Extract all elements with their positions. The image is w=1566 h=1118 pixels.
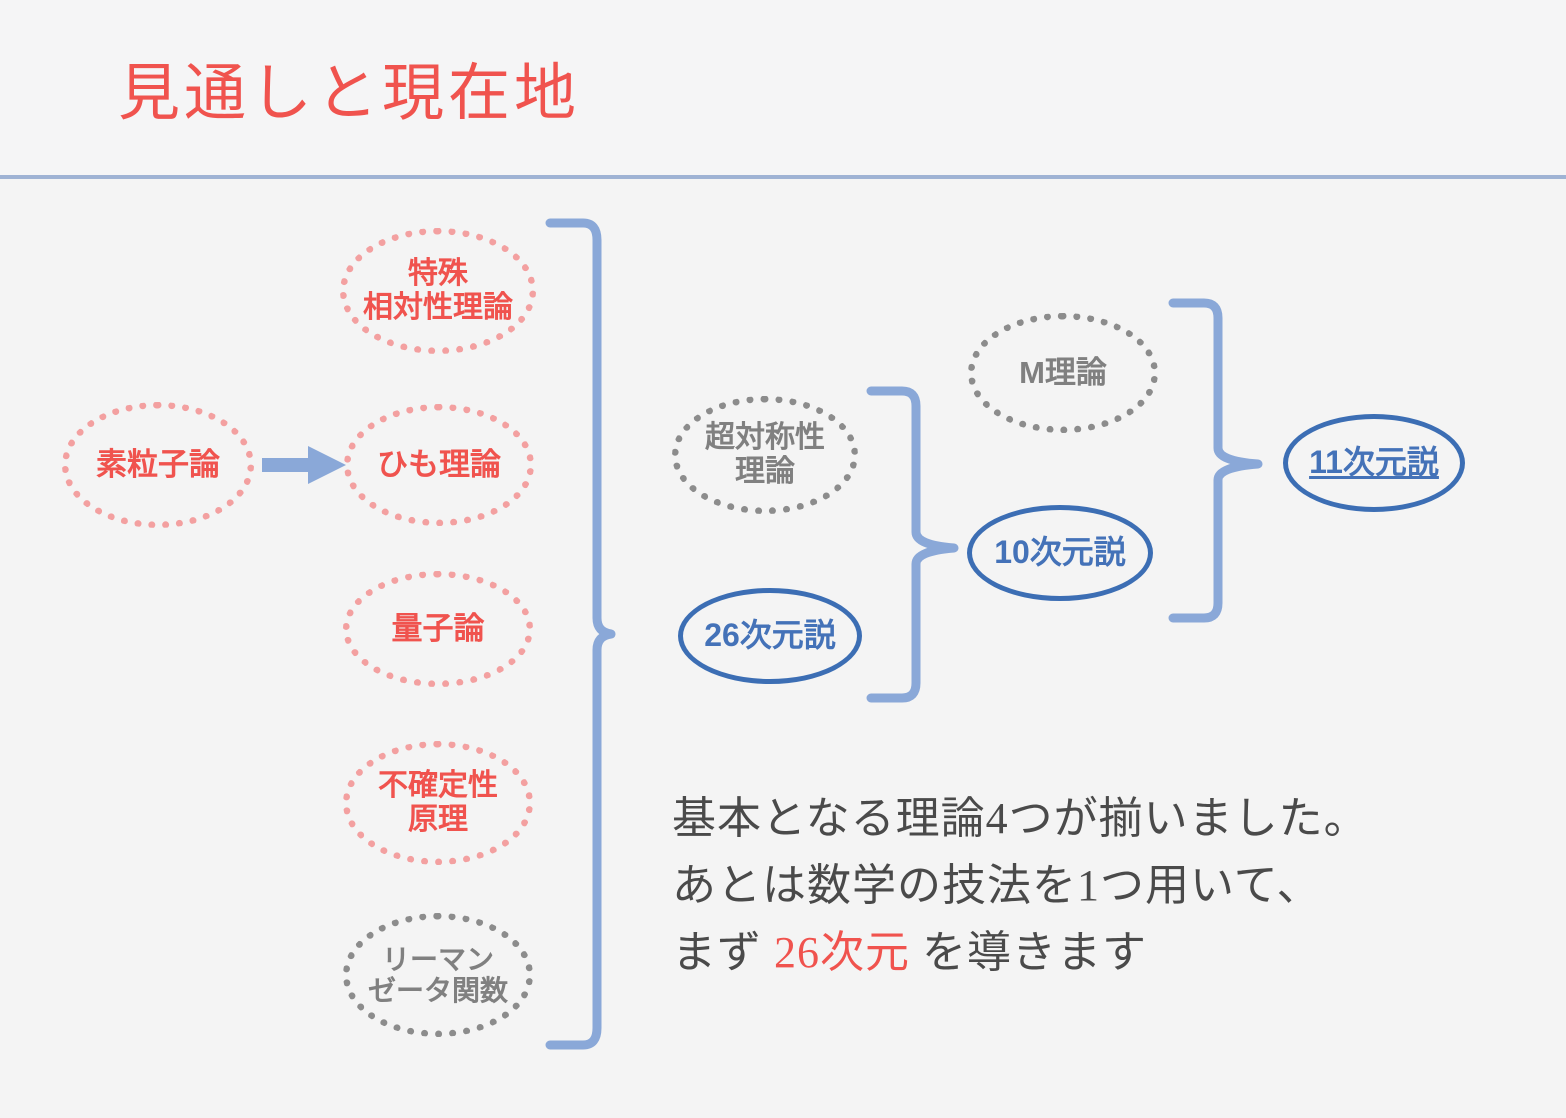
caption-block: 基本となる理論4つが揃いました。 あとは数学の技法を1つ用いて、 まず 26次元… — [672, 786, 1472, 987]
node-string-theory-label: ひも理論 — [377, 446, 501, 482]
node-dim10-label: 10次元説 — [994, 534, 1126, 571]
node-uncertainty-principle-label: 不確定性 原理 — [378, 769, 498, 836]
node-supersymmetry-label: 超対称性 理論 — [705, 421, 825, 488]
node-particle-theory-label: 素粒子論 — [96, 446, 220, 482]
brace-left — [545, 218, 616, 1050]
node-m-theory-label: M理論 — [1019, 354, 1107, 390]
header-band — [0, 0, 1566, 176]
arrow-particle-to-string — [262, 446, 346, 484]
brace-right — [1168, 298, 1263, 623]
caption-line-2: あとは数学の技法を1つ用いて、 — [672, 860, 1322, 910]
node-particle-theory[interactable]: 素粒子論 — [62, 402, 254, 528]
node-dim26-label: 26次元説 — [704, 617, 836, 654]
node-dim10[interactable]: 10次元説 — [967, 505, 1153, 601]
caption-line-3: まず 26次元 を導きます — [672, 920, 1472, 987]
node-uncertainty-principle[interactable]: 不確定性 原理 — [343, 741, 533, 865]
caption-line-3-suffix: を導きます — [910, 927, 1147, 977]
node-quantum-theory-label: 量子論 — [391, 610, 485, 646]
brace-middle — [866, 386, 959, 703]
node-m-theory[interactable]: M理論 — [968, 313, 1158, 433]
node-supersymmetry[interactable]: 超対称性 理論 — [672, 396, 858, 514]
node-quantum-theory[interactable]: 量子論 — [343, 571, 533, 687]
header-divider — [0, 175, 1566, 179]
node-special-relativity-label: 特殊 相対性理論 — [363, 257, 513, 324]
node-riemann-zeta-label: リーマン ゼータ関数 — [367, 943, 508, 1006]
node-riemann-zeta[interactable]: リーマン ゼータ関数 — [343, 913, 533, 1037]
caption-line-3-prefix: まず — [672, 927, 774, 977]
caption-line-1: 基本となる理論4つが揃いました。 — [672, 794, 1369, 843]
node-dim11-label: 11次元説 — [1309, 444, 1439, 481]
page-title: 見通しと現在地 — [118, 60, 581, 128]
node-dim26[interactable]: 26次元説 — [678, 588, 862, 684]
caption-highlight-26dim: 26次元 — [774, 927, 910, 977]
node-string-theory[interactable]: ひも理論 — [344, 404, 534, 526]
node-dim11[interactable]: 11次元説 — [1283, 414, 1465, 512]
node-special-relativity[interactable]: 特殊 相対性理論 — [340, 228, 536, 354]
